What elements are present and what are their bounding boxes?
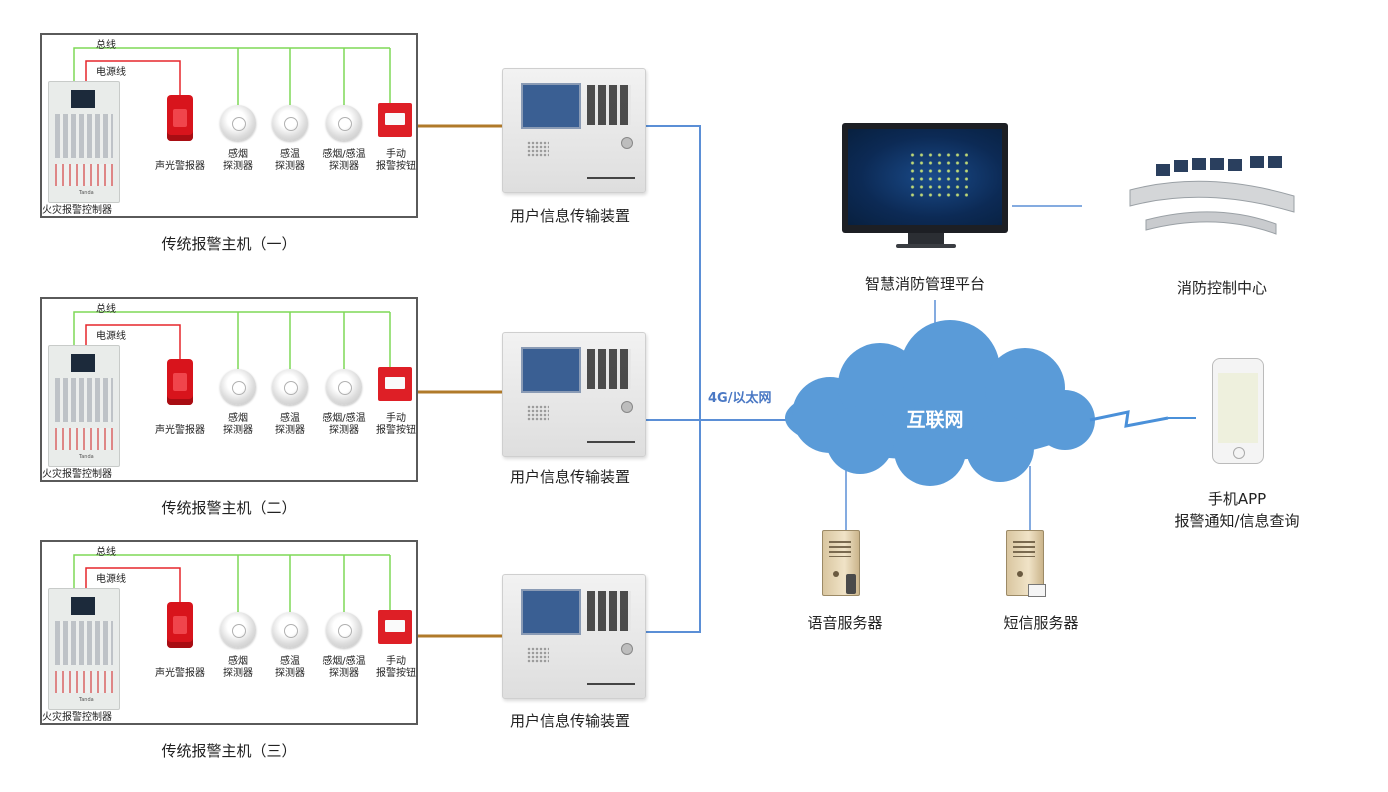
- manual-label-2: 报警按钮: [376, 425, 416, 436]
- combo-detector-icon: [326, 612, 362, 648]
- system-title-2: 传统报警主机（二）: [161, 499, 297, 517]
- strobe-label: 声光警报器: [155, 425, 205, 436]
- panel-brand: Tanda: [79, 190, 94, 196]
- combo-label-1: 感烟/感温: [322, 656, 366, 667]
- bus-label: 总线: [96, 547, 116, 558]
- wiring: [73, 47, 391, 105]
- manual-call-point-icon: [378, 103, 412, 137]
- combo-label-1: 感烟/感温: [322, 149, 366, 160]
- manual-call-point-icon: [378, 367, 412, 401]
- combo-label-1: 感烟/感温: [322, 413, 366, 424]
- manual-label-2: 报警按钮: [376, 161, 416, 172]
- wiring: [73, 311, 391, 369]
- power-label: 电源线: [96, 67, 126, 78]
- internet-cloud: [785, 320, 1095, 486]
- voice-server-label: 语音服务器: [807, 614, 883, 632]
- panel-brand: Tanda: [79, 697, 94, 703]
- smoke-label-1: 感烟: [228, 656, 248, 667]
- combo-detector-icon: [326, 369, 362, 405]
- combo-label-2: 探测器: [329, 161, 359, 172]
- fire-alarm-panel: Tanda: [48, 81, 120, 203]
- user-info-transmission-device-3: [502, 574, 646, 699]
- manual-label-2: 报警按钮: [376, 668, 416, 679]
- network-label: 4G/以太网: [708, 391, 772, 406]
- manual-label-1: 手动: [386, 656, 406, 667]
- smartphone-icon: [1212, 358, 1264, 464]
- panel-label: 火灾报警控制器: [42, 205, 112, 216]
- smoke-label-2: 探测器: [223, 668, 253, 679]
- manual-call-point-icon: [378, 610, 412, 644]
- strobe-alarm-icon: [167, 95, 193, 141]
- power-label: 电源线: [96, 331, 126, 342]
- uitd-label-2: 用户信息传输装置: [509, 468, 631, 486]
- heat-detector-icon: [272, 105, 308, 141]
- smoke-label-1: 感烟: [228, 149, 248, 160]
- smoke-label-1: 感烟: [228, 413, 248, 424]
- bus-label: 总线: [96, 304, 116, 315]
- platform-label: 智慧消防管理平台: [864, 275, 986, 293]
- smoke-label-2: 探测器: [223, 425, 253, 436]
- handset-icon: [846, 574, 856, 594]
- alarm-system-1: 总线 电源线 Tanda 火灾报警控制器 声光警报器 感烟 探测器 感温 探测器…: [40, 33, 420, 218]
- uitd-label-3: 用户信息传输装置: [509, 712, 631, 730]
- panel-label: 火灾报警控制器: [42, 712, 112, 723]
- heat-label-2: 探测器: [275, 425, 305, 436]
- uitd-label-1: 用户信息传输装置: [509, 207, 631, 225]
- wiring: [73, 554, 391, 612]
- combo-detector-icon: [326, 105, 362, 141]
- alarm-system-2: 总线 电源线 Tanda 火灾报警控制器 声光警报器 感烟 探测器 感温 探测器…: [40, 297, 420, 482]
- panel-label: 火灾报警控制器: [42, 469, 112, 480]
- heat-label-1: 感温: [280, 656, 300, 667]
- system-title-1: 传统报警主机（一）: [161, 235, 297, 253]
- user-info-transmission-device-2: [502, 332, 646, 457]
- control-center-icon: [1129, 156, 1295, 235]
- smoke-detector-icon: [220, 612, 256, 648]
- panel-screen: [71, 90, 95, 108]
- strobe-alarm-icon: [167, 359, 193, 405]
- user-info-transmission-device-1: [502, 68, 646, 193]
- panel-brand: Tanda: [79, 454, 94, 460]
- panel-screen: [71, 354, 95, 372]
- sms-server-label: 短信服务器: [1003, 614, 1079, 632]
- heat-detector-icon: [272, 612, 308, 648]
- panel-screen: [71, 597, 95, 615]
- system-title-3: 传统报警主机（三）: [161, 742, 297, 760]
- fire-alarm-panel: Tanda: [48, 588, 120, 710]
- mobile-label-2: 报警通知/信息查询: [1174, 512, 1300, 530]
- wireless-link-icon: [1089, 410, 1169, 428]
- combo-label-2: 探测器: [329, 425, 359, 436]
- bus-label: 总线: [96, 40, 116, 51]
- mobile-label-1: 手机APP: [1207, 490, 1267, 508]
- smoke-detector-icon: [220, 369, 256, 405]
- smoke-label-2: 探测器: [223, 161, 253, 172]
- strobe-label: 声光警报器: [155, 161, 205, 172]
- manual-label-1: 手动: [386, 413, 406, 424]
- heat-label-1: 感温: [280, 149, 300, 160]
- heat-label-1: 感温: [280, 413, 300, 424]
- strobe-label: 声光警报器: [155, 668, 205, 679]
- heat-label-2: 探测器: [275, 161, 305, 172]
- power-label: 电源线: [96, 574, 126, 585]
- heat-label-2: 探测器: [275, 668, 305, 679]
- alarm-system-3: 总线 电源线 Tanda 火灾报警控制器 声光警报器 感烟 探测器 感温 探测器…: [40, 540, 420, 725]
- combo-label-2: 探测器: [329, 668, 359, 679]
- smoke-detector-icon: [220, 105, 256, 141]
- manual-label-1: 手动: [386, 149, 406, 160]
- fire-alarm-panel: Tanda: [48, 345, 120, 467]
- control-center-label: 消防控制中心: [1176, 279, 1268, 297]
- envelope-icon: [1028, 584, 1046, 597]
- monitor-icon: [842, 123, 1008, 233]
- network-line: [644, 125, 701, 633]
- cloud-label: 互联网: [906, 409, 964, 431]
- strobe-alarm-icon: [167, 602, 193, 648]
- heat-detector-icon: [272, 369, 308, 405]
